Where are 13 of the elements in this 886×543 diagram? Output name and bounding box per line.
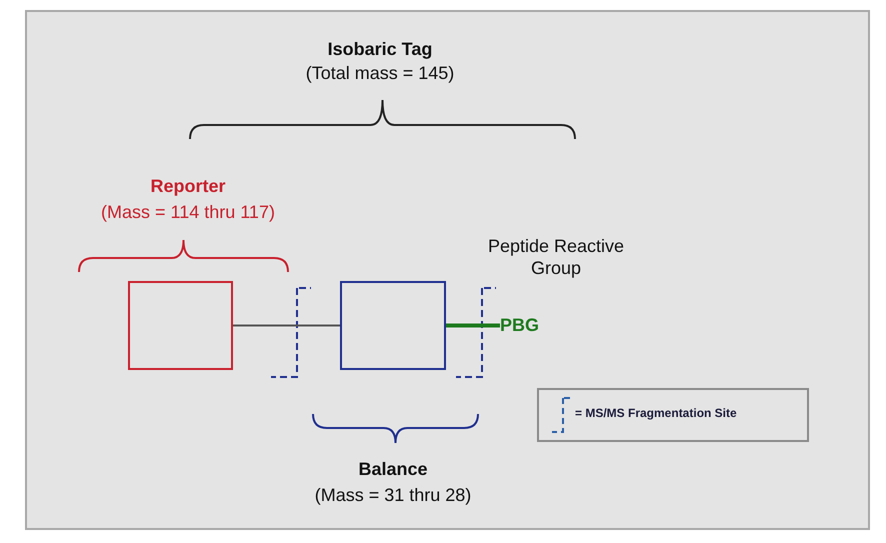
- heading: Balance: [357, 458, 429, 480]
- legend-text: = MS/MS Fragmentation Site: [575, 406, 737, 420]
- part-label: Peptide Reactive Group: [486, 235, 626, 279]
- mass-note: (Total mass = 145): [304, 62, 456, 84]
- connector-line: [446, 324, 500, 328]
- group-label: PBG: [500, 312, 550, 338]
- connector-line: [233, 324, 340, 326]
- balance-box: [340, 281, 446, 370]
- mass-note: (Mass = 114 thru 117): [100, 201, 276, 223]
- heading: Reporter: [149, 175, 226, 197]
- reporter-box: [128, 281, 233, 370]
- heading: Isobaric Tag: [326, 38, 434, 60]
- mass-note: (Mass = 31 thru 28): [314, 484, 472, 506]
